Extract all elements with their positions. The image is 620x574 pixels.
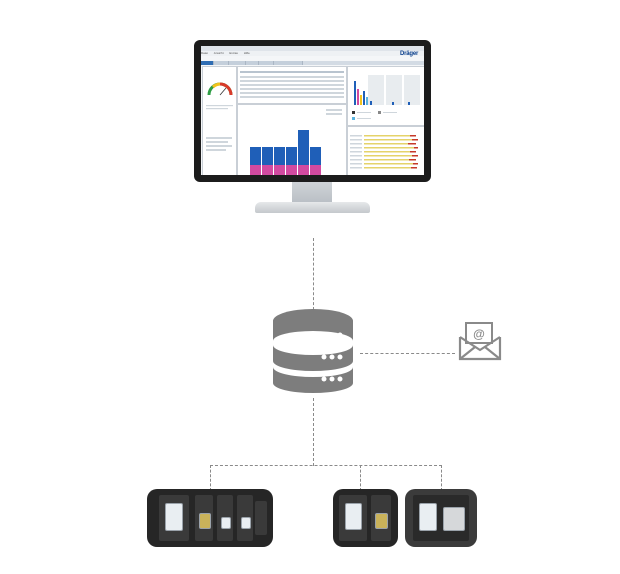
connector-dock-middle xyxy=(360,465,361,491)
connector-server-bus xyxy=(313,398,314,466)
chart-bar xyxy=(286,165,297,175)
table-row[interactable] xyxy=(240,92,344,94)
table-header xyxy=(240,71,344,73)
database-server-icon xyxy=(273,309,353,393)
gas-detector-device xyxy=(419,503,437,531)
connector-monitor-server xyxy=(313,238,314,310)
docking-station-large xyxy=(147,489,273,547)
dock-slot xyxy=(255,501,267,535)
menu-item[interactable]: Extras xyxy=(229,51,238,55)
chart-bar xyxy=(250,165,261,175)
gas-detector-device xyxy=(221,517,231,529)
brand-logo: Dräger xyxy=(400,51,419,57)
tab[interactable] xyxy=(214,61,229,65)
docking-station-medium xyxy=(333,489,398,547)
table-row[interactable] xyxy=(240,88,344,90)
gas-detector-device xyxy=(443,507,465,531)
tab-strip xyxy=(201,61,424,65)
chart-bar xyxy=(274,147,285,165)
list-item xyxy=(206,145,232,147)
tab-overview[interactable] xyxy=(201,61,214,65)
menu-item[interactable]: Hilfe xyxy=(243,51,250,55)
grouped-bar-chart xyxy=(352,75,420,120)
list-item xyxy=(206,141,228,143)
table-row[interactable] xyxy=(240,96,344,98)
docking-station-single xyxy=(405,489,477,547)
list-item xyxy=(206,149,226,151)
gauge-panel xyxy=(202,66,237,175)
table-row[interactable] xyxy=(240,80,344,82)
chart-bar xyxy=(250,147,261,165)
menu-item[interactable]: Ansicht xyxy=(213,51,224,55)
connector-dock-left xyxy=(210,465,211,491)
gas-detector-device xyxy=(199,513,211,529)
bar-chart-panel xyxy=(237,104,347,175)
chart-bar xyxy=(262,147,273,165)
status-list-panel xyxy=(347,126,424,175)
device-table xyxy=(237,66,347,104)
tab[interactable] xyxy=(246,61,259,65)
table-row[interactable] xyxy=(240,84,344,86)
connector-server-email xyxy=(360,353,455,354)
tab[interactable] xyxy=(274,61,303,65)
chart-bar xyxy=(298,165,309,175)
connector-bus xyxy=(210,465,442,466)
gas-detector-device xyxy=(375,513,388,529)
dashboard-screen: Datei Ansicht Extras Hilfe Dräger xyxy=(201,46,424,175)
table-row[interactable] xyxy=(240,76,344,78)
menu-item[interactable]: Datei xyxy=(201,51,209,55)
grouped-chart-panel xyxy=(347,66,424,126)
legend-item xyxy=(326,113,342,115)
chart-bar xyxy=(310,147,321,165)
gas-detector-device xyxy=(241,517,251,529)
chart-bar xyxy=(262,165,273,175)
list-item xyxy=(206,137,232,139)
chart-bar xyxy=(310,165,321,175)
monitor-stand xyxy=(292,182,332,204)
menu-bar: Datei Ansicht Extras Hilfe xyxy=(201,51,424,56)
connector-dock-right xyxy=(441,465,442,491)
status-bars xyxy=(350,135,418,169)
window-titlebar xyxy=(201,46,424,51)
tab[interactable] xyxy=(259,61,274,65)
chart-bar xyxy=(286,147,297,165)
monitor-base xyxy=(255,202,370,213)
email-envelope-icon: @ xyxy=(458,322,502,361)
gas-detector-device xyxy=(345,503,362,530)
chart-bar xyxy=(274,165,285,175)
tab[interactable] xyxy=(229,61,246,65)
gas-detector-device xyxy=(165,503,183,531)
gauge-icon xyxy=(206,82,233,110)
svg-text:@: @ xyxy=(473,327,485,341)
chart-bar xyxy=(298,130,309,165)
legend-item xyxy=(326,109,342,111)
